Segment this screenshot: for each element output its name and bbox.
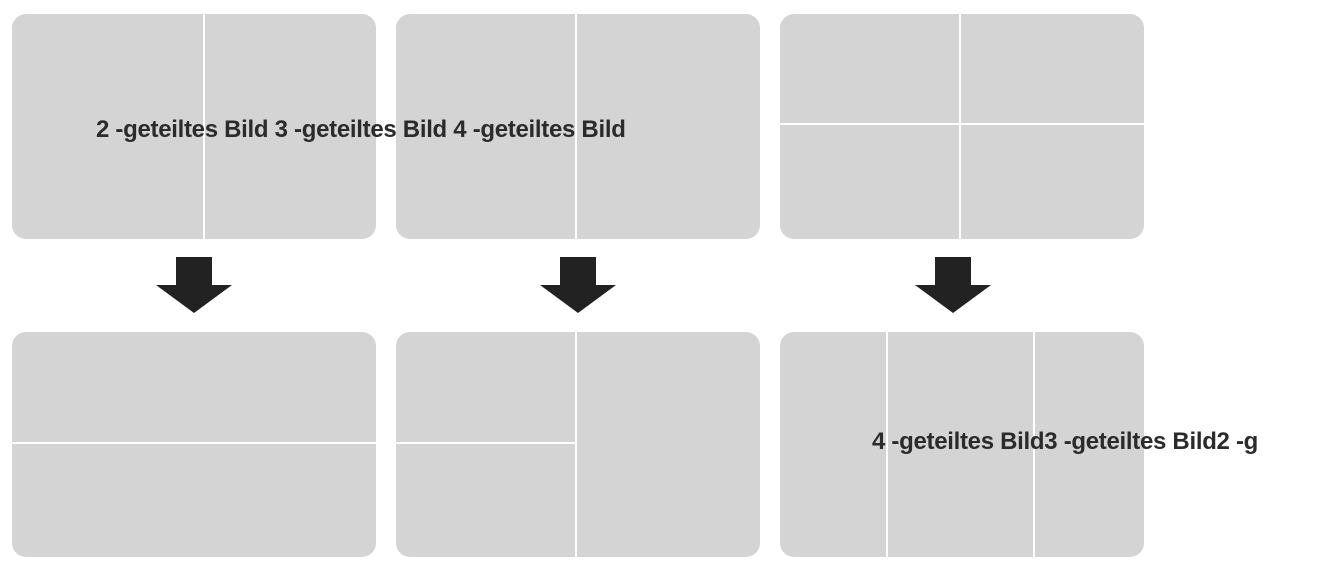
panel-bottom-three-split	[396, 332, 760, 557]
divider-vertical	[203, 14, 205, 239]
divider-vertical	[575, 332, 577, 557]
top-labels: 2 -geteiltes Bild 3 -geteiltes Bild 4 -g…	[96, 116, 626, 143]
panel-top-two-split	[12, 14, 376, 239]
arrow-down-icon	[156, 257, 232, 313]
panel-top-four-split	[780, 14, 1144, 239]
arrow-down-icon	[915, 257, 991, 313]
divider-horizontal	[780, 123, 1144, 125]
divider-vertical-right	[1033, 332, 1035, 557]
panel-top-three-split	[396, 14, 760, 239]
panel-bottom-four-split	[780, 332, 1144, 557]
divider-horizontal-left	[396, 442, 575, 444]
arrow-down-icon	[540, 257, 616, 313]
divider-horizontal	[12, 442, 376, 444]
divider-vertical-left	[886, 332, 888, 557]
panel-bottom-two-split	[12, 332, 376, 557]
divider-vertical	[959, 14, 961, 239]
divider-vertical	[575, 14, 577, 239]
bottom-labels: 4 -geteiltes Bild3 -geteiltes Bild2 -g	[872, 428, 1259, 455]
